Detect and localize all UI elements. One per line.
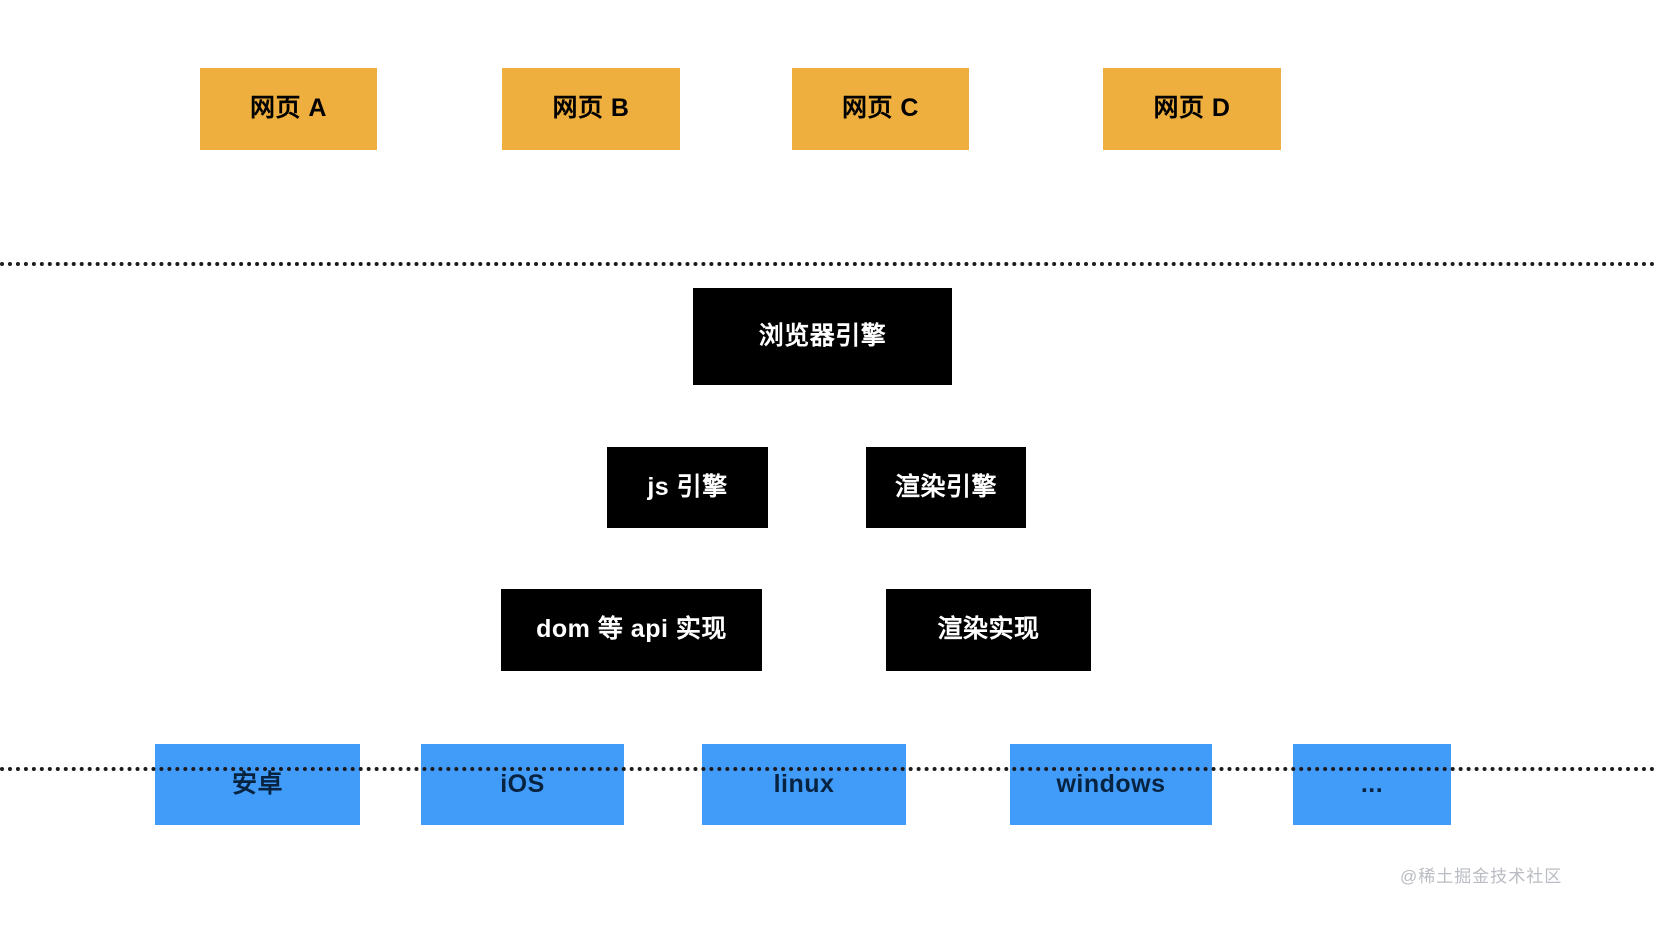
web-page-box-3: 网页 D: [1103, 68, 1281, 150]
web-page-box-0: 网页 A: [200, 68, 377, 150]
web-page-box-1: 网页 B: [502, 68, 680, 150]
os-box-label: windows: [1056, 769, 1166, 798]
os-box-4: ...: [1293, 744, 1451, 825]
engine-box-label: 浏览器引擎: [758, 321, 887, 350]
os-box-2: linux: [702, 744, 906, 825]
web-page-box-label: 网页 D: [1153, 94, 1231, 123]
os-box-label: ...: [1360, 769, 1384, 798]
os-box-label: 安卓: [231, 769, 283, 798]
engine-box-label: dom 等 api 实现: [536, 615, 727, 644]
engine-box-label: 渲染实现: [937, 615, 1040, 644]
web-page-box-label: 网页 C: [841, 94, 919, 123]
os-box-0: 安卓: [155, 744, 360, 825]
engine-box-2: 渲染引擎: [866, 447, 1026, 528]
engine-box-1: js 引擎: [607, 447, 768, 528]
engine-box-label: 渲染引擎: [894, 472, 997, 501]
os-box-label: linux: [773, 769, 835, 798]
divider-engine-os: [0, 767, 1656, 771]
divider-pages-engine: [0, 262, 1656, 266]
engine-box-4: 渲染实现: [886, 589, 1091, 671]
engine-box-label: js 引擎: [647, 472, 728, 501]
watermark-text: @稀土掘金技术社区: [1400, 867, 1563, 886]
os-box-1: iOS: [421, 744, 624, 825]
engine-box-3: dom 等 api 实现: [501, 589, 762, 671]
web-page-box-2: 网页 C: [792, 68, 969, 150]
web-page-box-label: 网页 A: [249, 94, 327, 123]
os-box-3: windows: [1010, 744, 1212, 825]
web-page-box-label: 网页 B: [552, 94, 630, 123]
os-box-label: iOS: [500, 769, 545, 798]
engine-box-0: 浏览器引擎: [693, 288, 952, 385]
